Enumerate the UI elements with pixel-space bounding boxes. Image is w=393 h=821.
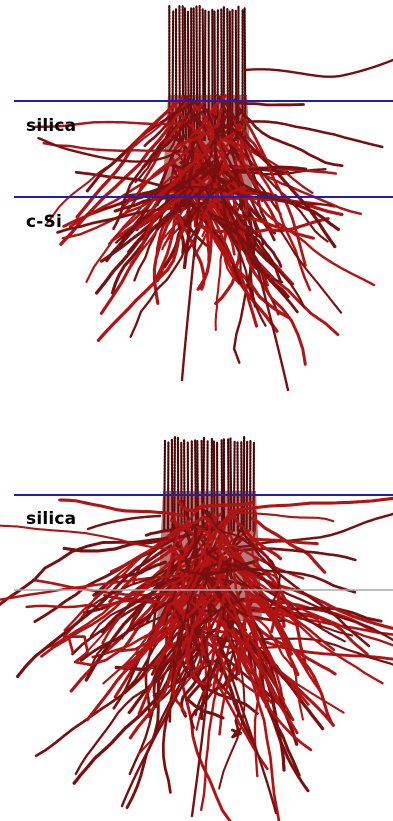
scattered-tracks [36,60,393,390]
layer-label-silica: silica [26,116,76,136]
ion-track [236,103,303,105]
layer-label-silica: silica [26,509,76,529]
scattered-tracks [0,496,393,821]
track-plot-bottom [0,421,393,821]
simulation-panel-top: silica c-Si [0,0,393,400]
track-plot-top [0,0,393,400]
ion-track [88,516,160,529]
layer-label-c-si: c-Si [26,212,62,232]
simulation-panel-bottom: silica [0,421,393,821]
ion-track [246,60,393,77]
